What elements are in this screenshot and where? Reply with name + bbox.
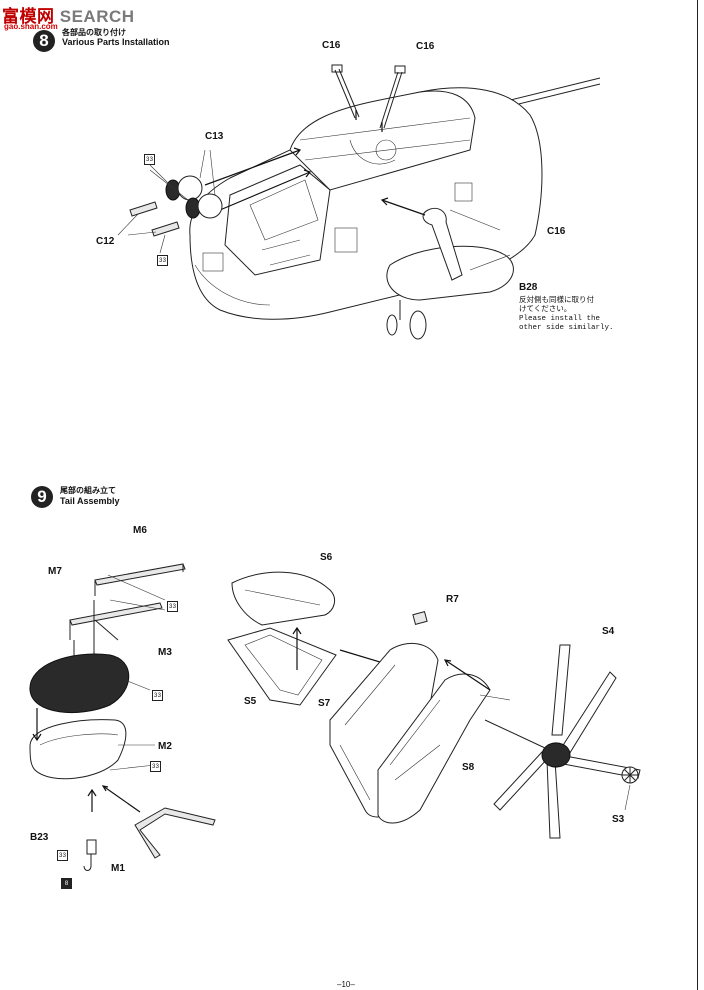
note-jp-line-2: けてください。 — [519, 306, 572, 314]
step-9-title-jp: 尾部の組み立て — [60, 486, 116, 495]
part-label-m3: M3 — [158, 647, 172, 658]
part-label-c16-left: C16 — [322, 40, 341, 51]
part-label-m6: M6 — [133, 525, 147, 536]
part-label-c12: C12 — [96, 236, 115, 247]
watermark-logo: 富模网 SEARCH — [2, 2, 135, 27]
note-en-line-1: Please install the — [519, 315, 601, 323]
watermark-logo-text: 富模网 — [2, 7, 55, 26]
paint-code-badge: 33 — [150, 761, 161, 772]
part-label-m2: M2 — [158, 741, 172, 752]
part-label-c16-strut: C16 — [547, 226, 566, 237]
paint-code-badge: 8 — [61, 878, 72, 889]
watermark-search-text: SEARCH — [59, 7, 135, 26]
part-label-s8: S8 — [462, 762, 475, 773]
part-label-m7: M7 — [48, 566, 62, 577]
paint-code-badge: 33 — [57, 850, 68, 861]
part-label-b23: B23 — [30, 832, 49, 843]
part-label-s3: S3 — [612, 814, 625, 825]
part-label-m1: M1 — [111, 863, 125, 874]
part-label-c13: C13 — [205, 131, 224, 142]
part-label-c16-right: C16 — [416, 41, 435, 52]
part-label-b28: B28 — [519, 282, 538, 293]
step-9-title-en: Tail Assembly — [60, 496, 120, 506]
part-label-s6: S6 — [320, 552, 333, 563]
page-border — [697, 0, 698, 990]
part-label-s4: S4 — [602, 626, 615, 637]
step-8-title-jp: 各部品の取り付け — [62, 28, 126, 37]
part-label-s7: S7 — [318, 698, 331, 709]
step-9-number: 9 — [31, 486, 53, 508]
page-number: –10– — [337, 980, 355, 989]
paint-code-badge: 33 — [157, 255, 168, 266]
paint-code-badge: 33 — [144, 154, 155, 165]
step-8-title-en: Various Parts Installation — [62, 37, 170, 47]
paint-code-badge: 33 — [152, 690, 163, 701]
step-8-number: 8 — [33, 30, 55, 52]
part-label-s5: S5 — [244, 696, 257, 707]
watermark-url: gao.shan.com — [4, 22, 58, 31]
part-label-r7: R7 — [446, 594, 459, 605]
paint-code-badge: 33 — [167, 601, 178, 612]
note-en-line-2: other side similarly. — [519, 324, 614, 332]
note-jp-line-1: 反対側も同様に取り付 — [519, 297, 594, 305]
